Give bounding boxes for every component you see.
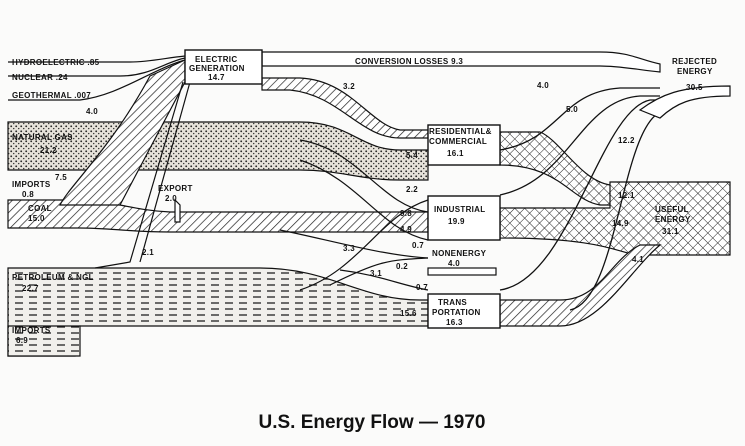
residential-box [427,124,501,166]
label-useful: USEFUL [655,205,689,214]
label-generation: GENERATION [189,64,245,73]
label-natural-gas: NATURAL GAS [12,133,73,142]
cross-line-3 [299,199,429,291]
flow-label-3-2: 3.2 [343,82,355,91]
label-industrial-value: 19.9 [448,217,465,226]
conversion-losses-band [261,51,661,73]
label-coal-value: 15.0 [28,214,45,223]
diagram-title: U.S. Energy Flow — 1970 [258,412,485,433]
label-imports-oil: IMPORTS [12,326,51,335]
hydro-line [8,55,186,63]
flow-label-4-0-right: 4.0 [537,81,549,90]
rejected-energy-band [638,85,731,119]
cross-line-6 [279,229,429,259]
label-transportation-value: 16.3 [446,318,463,327]
label-industrial: INDUSTRIAL [434,205,485,214]
label-trans: TRANS [438,298,467,307]
label-rejected: REJECTED [672,57,717,66]
flow-label-7-5: 7.5 [55,173,67,182]
industrial-box [427,195,501,241]
electric-generation-box [184,49,263,85]
label-commercial: COMMERCIAL [429,137,487,146]
flow-label-12-1: 12.1 [618,191,635,200]
flow-label-4-0-left: 4.0 [86,107,98,116]
label-imports-gas: IMPORTS [12,180,51,189]
label-portation: PORTATION [432,308,481,317]
flow-label-0-2: 0.2 [396,262,408,271]
label-residential-value: 16.1 [447,149,464,158]
flow-label-2-2: 2.2 [406,185,418,194]
cross-line-5 [339,269,429,291]
label-conversion-losses: CONVERSION LOSSES 9.3 [355,57,463,66]
cross-line-1 [299,139,429,213]
label-coal: COAL [28,204,52,213]
label-hydroelectric: HYDROELECTRIC .85 [12,58,100,67]
export-stub [174,198,181,223]
label-natural-gas-value: 21.2 [40,146,57,155]
label-export-value: 2.0 [165,194,177,203]
label-imports-gas-value: 0.8 [22,190,34,199]
label-nonenergy-value: 4.0 [448,259,460,268]
label-export: EXPORT [158,184,193,193]
electric-feed-band [59,59,186,206]
flow-label-3-3: 3.3 [343,244,355,253]
flow-label-0-7-top: 0.7 [412,241,424,250]
flow-label-4-9: 4.9 [400,225,412,234]
rejected-line-2 [499,95,660,196]
useful-energy-band [499,181,731,256]
flow-label-9-8: 9.8 [400,209,412,218]
flow-label-14-9: 14.9 [612,219,629,228]
rejected-line-3 [499,99,660,291]
rejected-line-1 [499,87,660,151]
flow-label-4-1: 4.1 [632,255,644,264]
flow-label-3-1: 3.1 [370,269,382,278]
label-rejected-value: 30.5 [686,83,703,92]
nuclear-line [8,57,186,77]
transport-out-band [499,244,662,327]
nonenergy-bar [427,267,497,276]
label-electric: ELECTRIC [195,55,237,64]
cross-line-2 [299,159,429,241]
label-electric-value: 14.7 [208,73,225,82]
elec-to-petroleum-line-2 [139,81,191,263]
imports-oil-band [7,325,81,357]
label-nuclear: NUCLEAR .24 [12,73,68,82]
label-imports-oil-value: 6.9 [16,336,28,345]
label-petroleum-value: 22.7 [22,284,39,293]
rejected-line-4 [569,109,666,311]
label-rejected-energy: ENERGY [677,67,713,76]
flow-label-12-2: 12.2 [618,136,635,145]
cross-line-4 [329,257,429,286]
flow-label-0-7-bottom: 0.7 [416,283,428,292]
label-useful-value: 31.1 [662,227,679,236]
flow-label-15-6: 15.6 [400,309,417,318]
elec-to-petroleum-line [94,81,184,269]
geothermal-line [8,59,186,101]
flow-label-5-4: 5.4 [406,151,418,160]
label-geothermal: GEOTHERMAL .007 [12,91,91,100]
label-petroleum: PETROLEUM & NGL [12,273,94,282]
label-residential: RESIDENTIAL& [429,127,492,136]
label-useful-energy: ENERGY [655,215,691,224]
flow-label-2-1: 2.1 [142,248,154,257]
natural-gas-band [7,121,429,181]
label-nonenergy: NONENERGY [432,249,487,258]
transportation-box [427,293,501,329]
flow-label-5-0: 5.0 [566,105,578,114]
